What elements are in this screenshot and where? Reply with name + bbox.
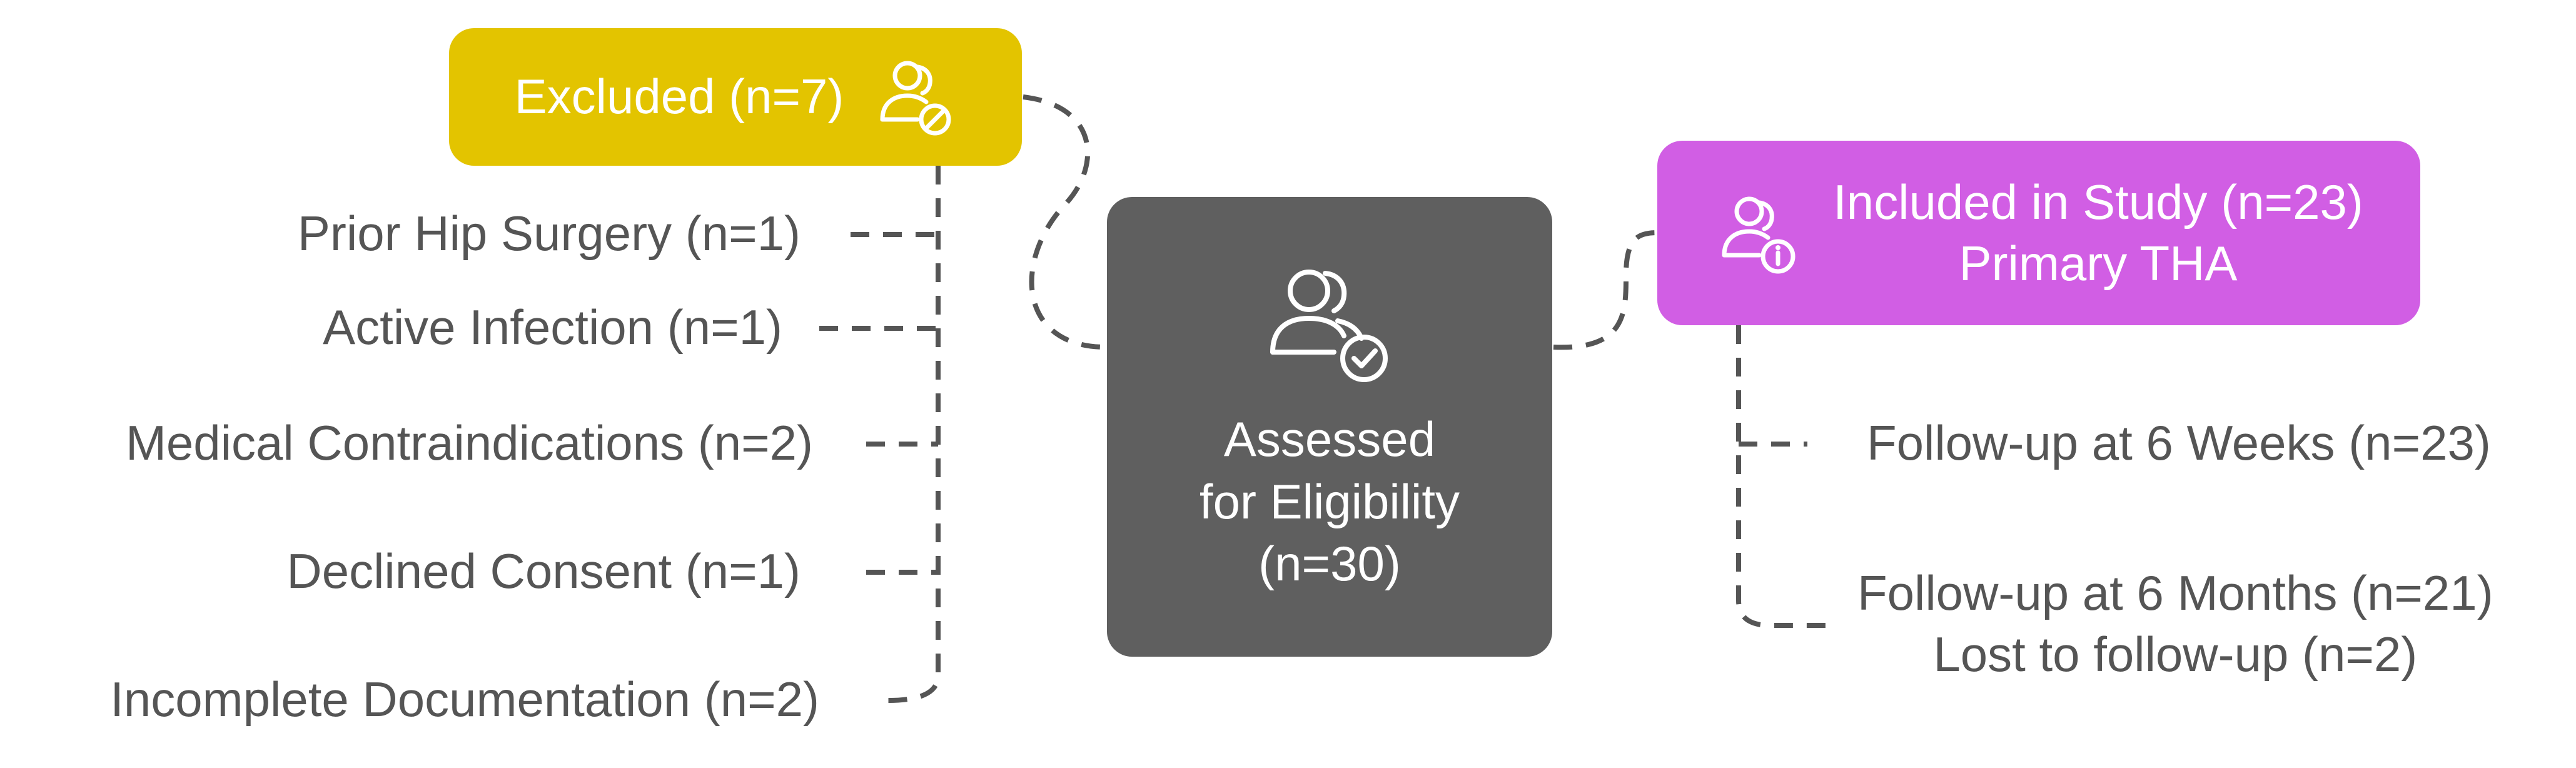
assessed-line-2: for Eligibility xyxy=(1199,473,1460,529)
excluded-item-prior-hip-surgery: Prior Hip Surgery (n=1) xyxy=(297,206,801,261)
excluded-box: Excluded (n=7) xyxy=(449,28,1022,166)
users-check-icon xyxy=(1270,269,1388,382)
follow-up-6-months-text: Follow-up at 6 Months (n=21) xyxy=(1857,565,2493,620)
included-line-1: Included in Study (n=23) xyxy=(1833,174,2363,230)
excluded-item-active-infection: Active Infection (n=1) xyxy=(323,300,782,355)
assessed-line-1: Assessed xyxy=(1223,411,1436,467)
excluded-item-medical-contraindications: Medical Contraindications (n=2) xyxy=(125,415,813,470)
lost-to-follow-up-text: Lost to follow-up (n=2) xyxy=(1933,626,2418,682)
connector-included-branch xyxy=(1736,325,1826,628)
follow-up-6-weeks-text: Follow-up at 6 Weeks (n=23) xyxy=(1867,415,2491,470)
assessed-label: Assessed for Eligibility (n=30) xyxy=(1200,408,1460,595)
included-item-follow-up-6-weeks: Follow-up at 6 Weeks (n=23) xyxy=(1867,413,2491,474)
included-line-2: Primary THA xyxy=(1959,235,2238,291)
connector-assessed-included xyxy=(1553,230,1658,350)
connector-excluded-assessed xyxy=(1023,94,1106,350)
excluded-item-declined-consent: Declined Consent (n=1) xyxy=(286,543,801,599)
excluded-item-incomplete-documentation: Incomplete Documentation (n=2) xyxy=(110,672,819,727)
excluded-label: Excluded (n=7) xyxy=(514,69,844,124)
assessed-box: Assessed for Eligibility (n=30) xyxy=(1107,197,1552,657)
connector-excluded-branch xyxy=(887,166,941,703)
included-item-follow-up-6-months: Follow-up at 6 Months (n=21) Lost to fol… xyxy=(1857,563,2493,685)
included-label: Included in Study (n=23) Primary THA xyxy=(1833,172,2363,294)
users-blocked-icon xyxy=(880,61,951,136)
assessed-line-3: (n=30) xyxy=(1258,536,1401,592)
included-box: Included in Study (n=23) Primary THA xyxy=(1657,141,2420,325)
users-info-icon xyxy=(1722,196,1796,273)
